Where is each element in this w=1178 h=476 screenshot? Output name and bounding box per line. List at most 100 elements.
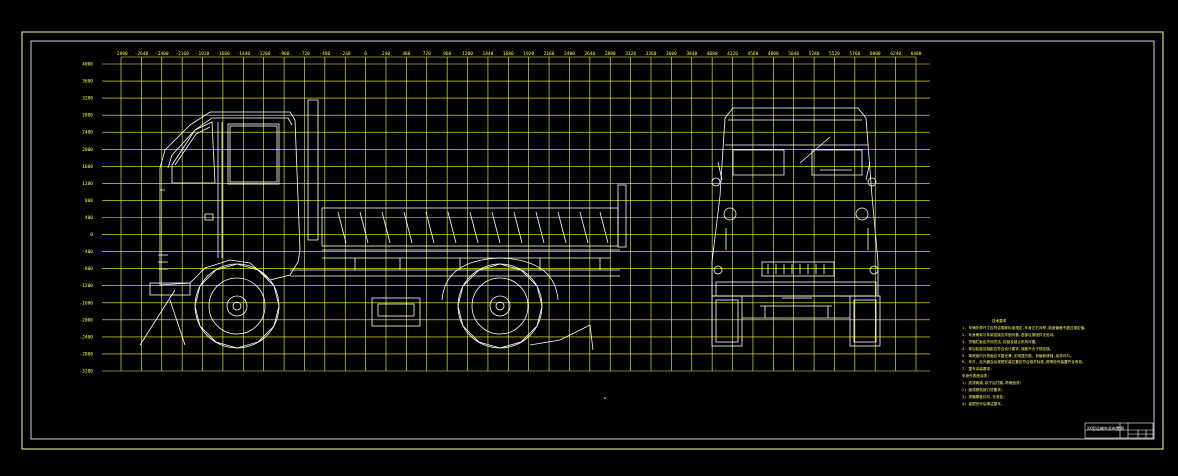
x-tick-label: 6000 bbox=[870, 51, 881, 57]
y-tick-label: 400 bbox=[85, 215, 93, 221]
x-tick-label: 720 bbox=[423, 51, 431, 57]
front-windshield bbox=[732, 149, 785, 176]
note-line: 1) 底漆两道,烘干后打磨,再喷面漆; bbox=[962, 381, 1022, 386]
stray-point bbox=[604, 397, 606, 399]
y-tick-label: -800 bbox=[82, 266, 93, 272]
x-tick-label: 480 bbox=[402, 51, 410, 57]
note-line: 车身外表面涂漆; bbox=[962, 374, 990, 379]
x-tick-label: -1920 bbox=[196, 51, 210, 57]
x-tick-label: 240 bbox=[382, 51, 390, 57]
x-tick-label: 3120 bbox=[625, 51, 636, 57]
y-tick-label: 2400 bbox=[82, 130, 93, 136]
front-bumper bbox=[149, 282, 191, 296]
x-tick-label: 1440 bbox=[483, 51, 494, 57]
x-tick-label: -2640 bbox=[135, 51, 149, 57]
y-tick-label: 2800 bbox=[82, 113, 93, 119]
cargo-bed bbox=[321, 184, 627, 259]
title-block: XX型运输车总布置图 bbox=[1085, 423, 1153, 438]
x-tick-label: -1200 bbox=[257, 51, 271, 57]
note-line: 6. 车灯、反光器及后视镜安装位置应符合相关标准,照明信号装置齐全有效。 bbox=[962, 360, 1086, 365]
y-tick-label: 1600 bbox=[82, 164, 93, 170]
x-tick-label: 0 bbox=[364, 51, 367, 57]
y-tick-label: 4000 bbox=[82, 62, 93, 68]
note-line: 3. 货箱栏板应开闭灵活,铰链及锁止机构可靠。 bbox=[962, 339, 1039, 344]
y-tick-label: 800 bbox=[85, 198, 93, 204]
y-tick-label: 3200 bbox=[82, 96, 93, 102]
x-tick-label: 960 bbox=[443, 51, 451, 57]
x-tick-label: 2400 bbox=[564, 51, 575, 57]
x-tick-label: 3600 bbox=[666, 51, 677, 57]
x-tick-label: 5760 bbox=[849, 51, 860, 57]
x-tick-label: 4080 bbox=[707, 51, 718, 57]
notes-heading: 技术要求 bbox=[992, 319, 1007, 323]
y-tick-label: -2800 bbox=[79, 351, 93, 357]
x-axis-tick-labels: -2880-2640-2400-2160-1920-1680-1440-1200… bbox=[114, 51, 921, 57]
x-tick-label: 1920 bbox=[523, 51, 534, 57]
note-line: 5. 驾驶室内外表面应平整光滑,无明显凹陷、划痕和锈蚀,油漆均匀。 bbox=[962, 353, 1074, 358]
x-tick-label: 3360 bbox=[646, 51, 657, 57]
x-tick-label: -480 bbox=[319, 51, 330, 57]
truck-side-view bbox=[139, 99, 627, 351]
front-cab-outline bbox=[711, 107, 879, 297]
front-view-right-wheel bbox=[849, 295, 881, 347]
windshield bbox=[171, 121, 216, 184]
x-tick-label: -2400 bbox=[155, 51, 169, 57]
y-tick-label: -1600 bbox=[79, 300, 93, 306]
x-tick-label: 4800 bbox=[768, 51, 779, 57]
coordinate-grid bbox=[102, 56, 930, 372]
front-view-left-wheel bbox=[711, 295, 743, 347]
x-tick-label: 2880 bbox=[605, 51, 616, 57]
right-headlight bbox=[855, 207, 869, 221]
y-tick-label: 2000 bbox=[82, 147, 93, 153]
y-tick-label: 0 bbox=[90, 232, 93, 238]
x-tick-label: 5520 bbox=[829, 51, 840, 57]
front-view-bumper bbox=[715, 281, 877, 297]
fuel-tank bbox=[371, 297, 421, 327]
y-tick-label: -2000 bbox=[79, 317, 93, 323]
x-tick-label: -960 bbox=[279, 51, 290, 57]
truck-front-view bbox=[711, 107, 881, 347]
y-axis-tick-labels: 400036003200280024002000160012008004000-… bbox=[79, 62, 93, 375]
rear-wheel bbox=[457, 263, 543, 349]
note-line: 2. 车身骨架与车架连接应牢固可靠,各部位紧固件无松动。 bbox=[962, 332, 1057, 337]
x-tick-label: -2160 bbox=[175, 51, 189, 57]
front-wheel bbox=[194, 263, 280, 349]
note-line: 4. 前后轮距及轴距应符合设计要求,误差不大于规定值。 bbox=[962, 346, 1054, 351]
left-headlight bbox=[723, 207, 737, 221]
x-tick-label: -1680 bbox=[216, 51, 230, 57]
y-tick-label: 3600 bbox=[82, 79, 93, 85]
note-line: 7. 整车涂装要求: bbox=[962, 367, 993, 372]
y-tick-label: 1200 bbox=[82, 181, 93, 187]
x-tick-label: 3840 bbox=[686, 51, 697, 57]
x-tick-label: 2640 bbox=[584, 51, 595, 57]
x-tick-label: 1680 bbox=[503, 51, 514, 57]
x-tick-label: 5280 bbox=[809, 51, 820, 57]
title-block-lines bbox=[1084, 422, 1154, 439]
x-tick-label: -720 bbox=[299, 51, 310, 57]
y-tick-label: -3200 bbox=[79, 369, 93, 375]
outer-frame bbox=[21, 31, 1164, 450]
x-tick-label: 2160 bbox=[544, 51, 555, 57]
note-line: 3) 漆膜厚度均匀,无流挂; bbox=[962, 394, 1006, 399]
note-line: 1. 车辆外廓尺寸应符合国家标准规定,车身左右对称,制造偏差不超过规定值。 bbox=[962, 325, 1088, 330]
cab-outline bbox=[159, 111, 301, 286]
x-tick-label: -240 bbox=[340, 51, 351, 57]
cab-door bbox=[217, 122, 223, 258]
x-tick-label: 1200 bbox=[462, 51, 473, 57]
wiper bbox=[799, 136, 852, 171]
note-line: 2) 面漆颜色按订货要求; bbox=[962, 388, 1003, 393]
x-tick-label: 6240 bbox=[890, 51, 901, 57]
y-tick-label: -2400 bbox=[79, 334, 93, 340]
cab-side-window bbox=[229, 125, 278, 183]
x-tick-label: -2880 bbox=[114, 51, 128, 57]
x-tick-label: 4320 bbox=[727, 51, 738, 57]
note-line: 4) 装配完毕后清洁整车。 bbox=[962, 401, 1005, 406]
y-tick-label: -1200 bbox=[79, 283, 93, 289]
drawing-title: XX型运输车总布置图 bbox=[1087, 426, 1124, 431]
x-tick-label: 4560 bbox=[748, 51, 759, 57]
technical-notes: 技术要求 1. 车辆外廓尺寸应符合国家标准规定,车身左右对称,制造偏差不超过规定… bbox=[962, 318, 1112, 408]
x-tick-label: -1440 bbox=[237, 51, 251, 57]
x-tick-label: 5040 bbox=[788, 51, 799, 57]
x-tick-label: 6480 bbox=[911, 51, 922, 57]
